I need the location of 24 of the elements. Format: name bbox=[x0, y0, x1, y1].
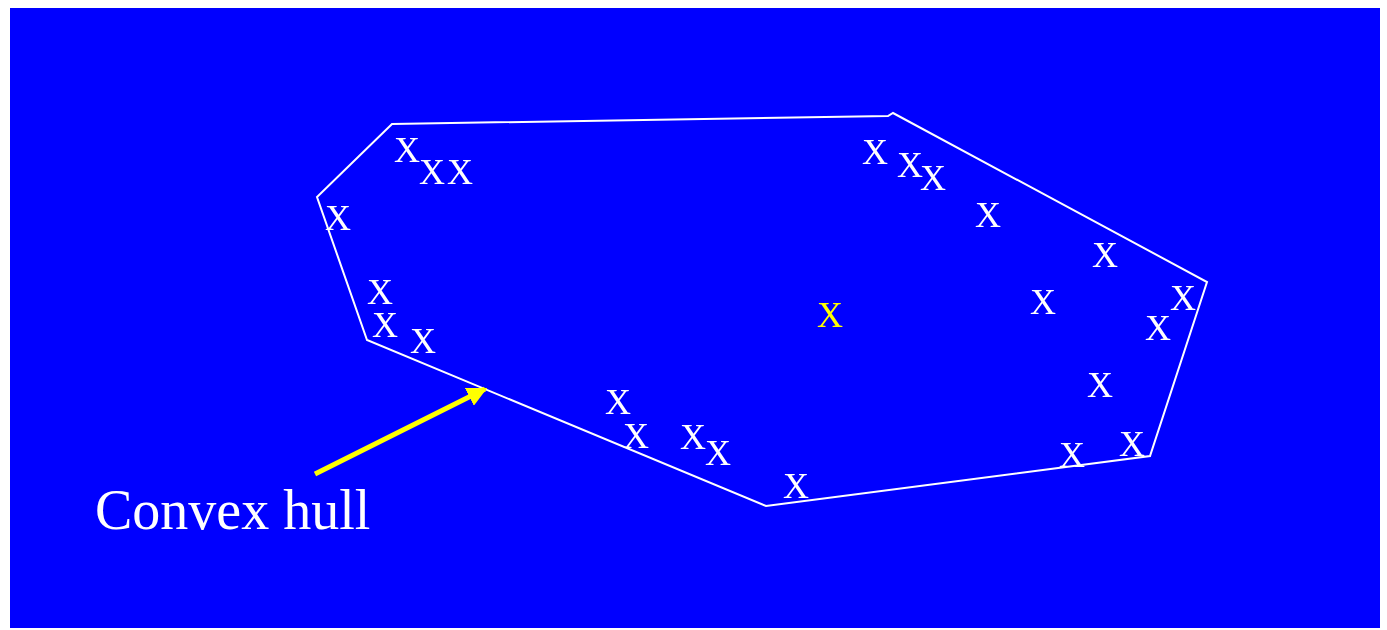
point-marker: X bbox=[325, 200, 351, 236]
point-marker: X bbox=[410, 323, 436, 359]
point-marker: X bbox=[705, 435, 731, 471]
point-marker: X bbox=[1092, 237, 1118, 273]
point-marker: X bbox=[783, 468, 809, 504]
point-marker: X bbox=[419, 154, 445, 190]
point-marker: X bbox=[623, 418, 649, 454]
point-marker: X bbox=[1087, 367, 1113, 403]
point-marker: X bbox=[1030, 284, 1056, 320]
leader-arrow bbox=[313, 386, 488, 477]
point-marker: X bbox=[1059, 437, 1085, 473]
point-marker: X bbox=[975, 197, 1001, 233]
point-marker: X bbox=[372, 307, 398, 343]
point-marker: X bbox=[1170, 280, 1196, 316]
point-marker: X bbox=[367, 274, 393, 310]
point-marker: X bbox=[680, 419, 706, 455]
point-marker: X bbox=[1119, 426, 1145, 462]
point-marker: X bbox=[862, 134, 888, 170]
point-marker: X bbox=[605, 384, 631, 420]
point-marker: X bbox=[1145, 310, 1171, 346]
point-marker: X bbox=[394, 132, 420, 168]
hull-label: Convex hull bbox=[95, 475, 455, 545]
point-marker: X bbox=[817, 297, 843, 333]
point-marker: X bbox=[447, 154, 473, 190]
